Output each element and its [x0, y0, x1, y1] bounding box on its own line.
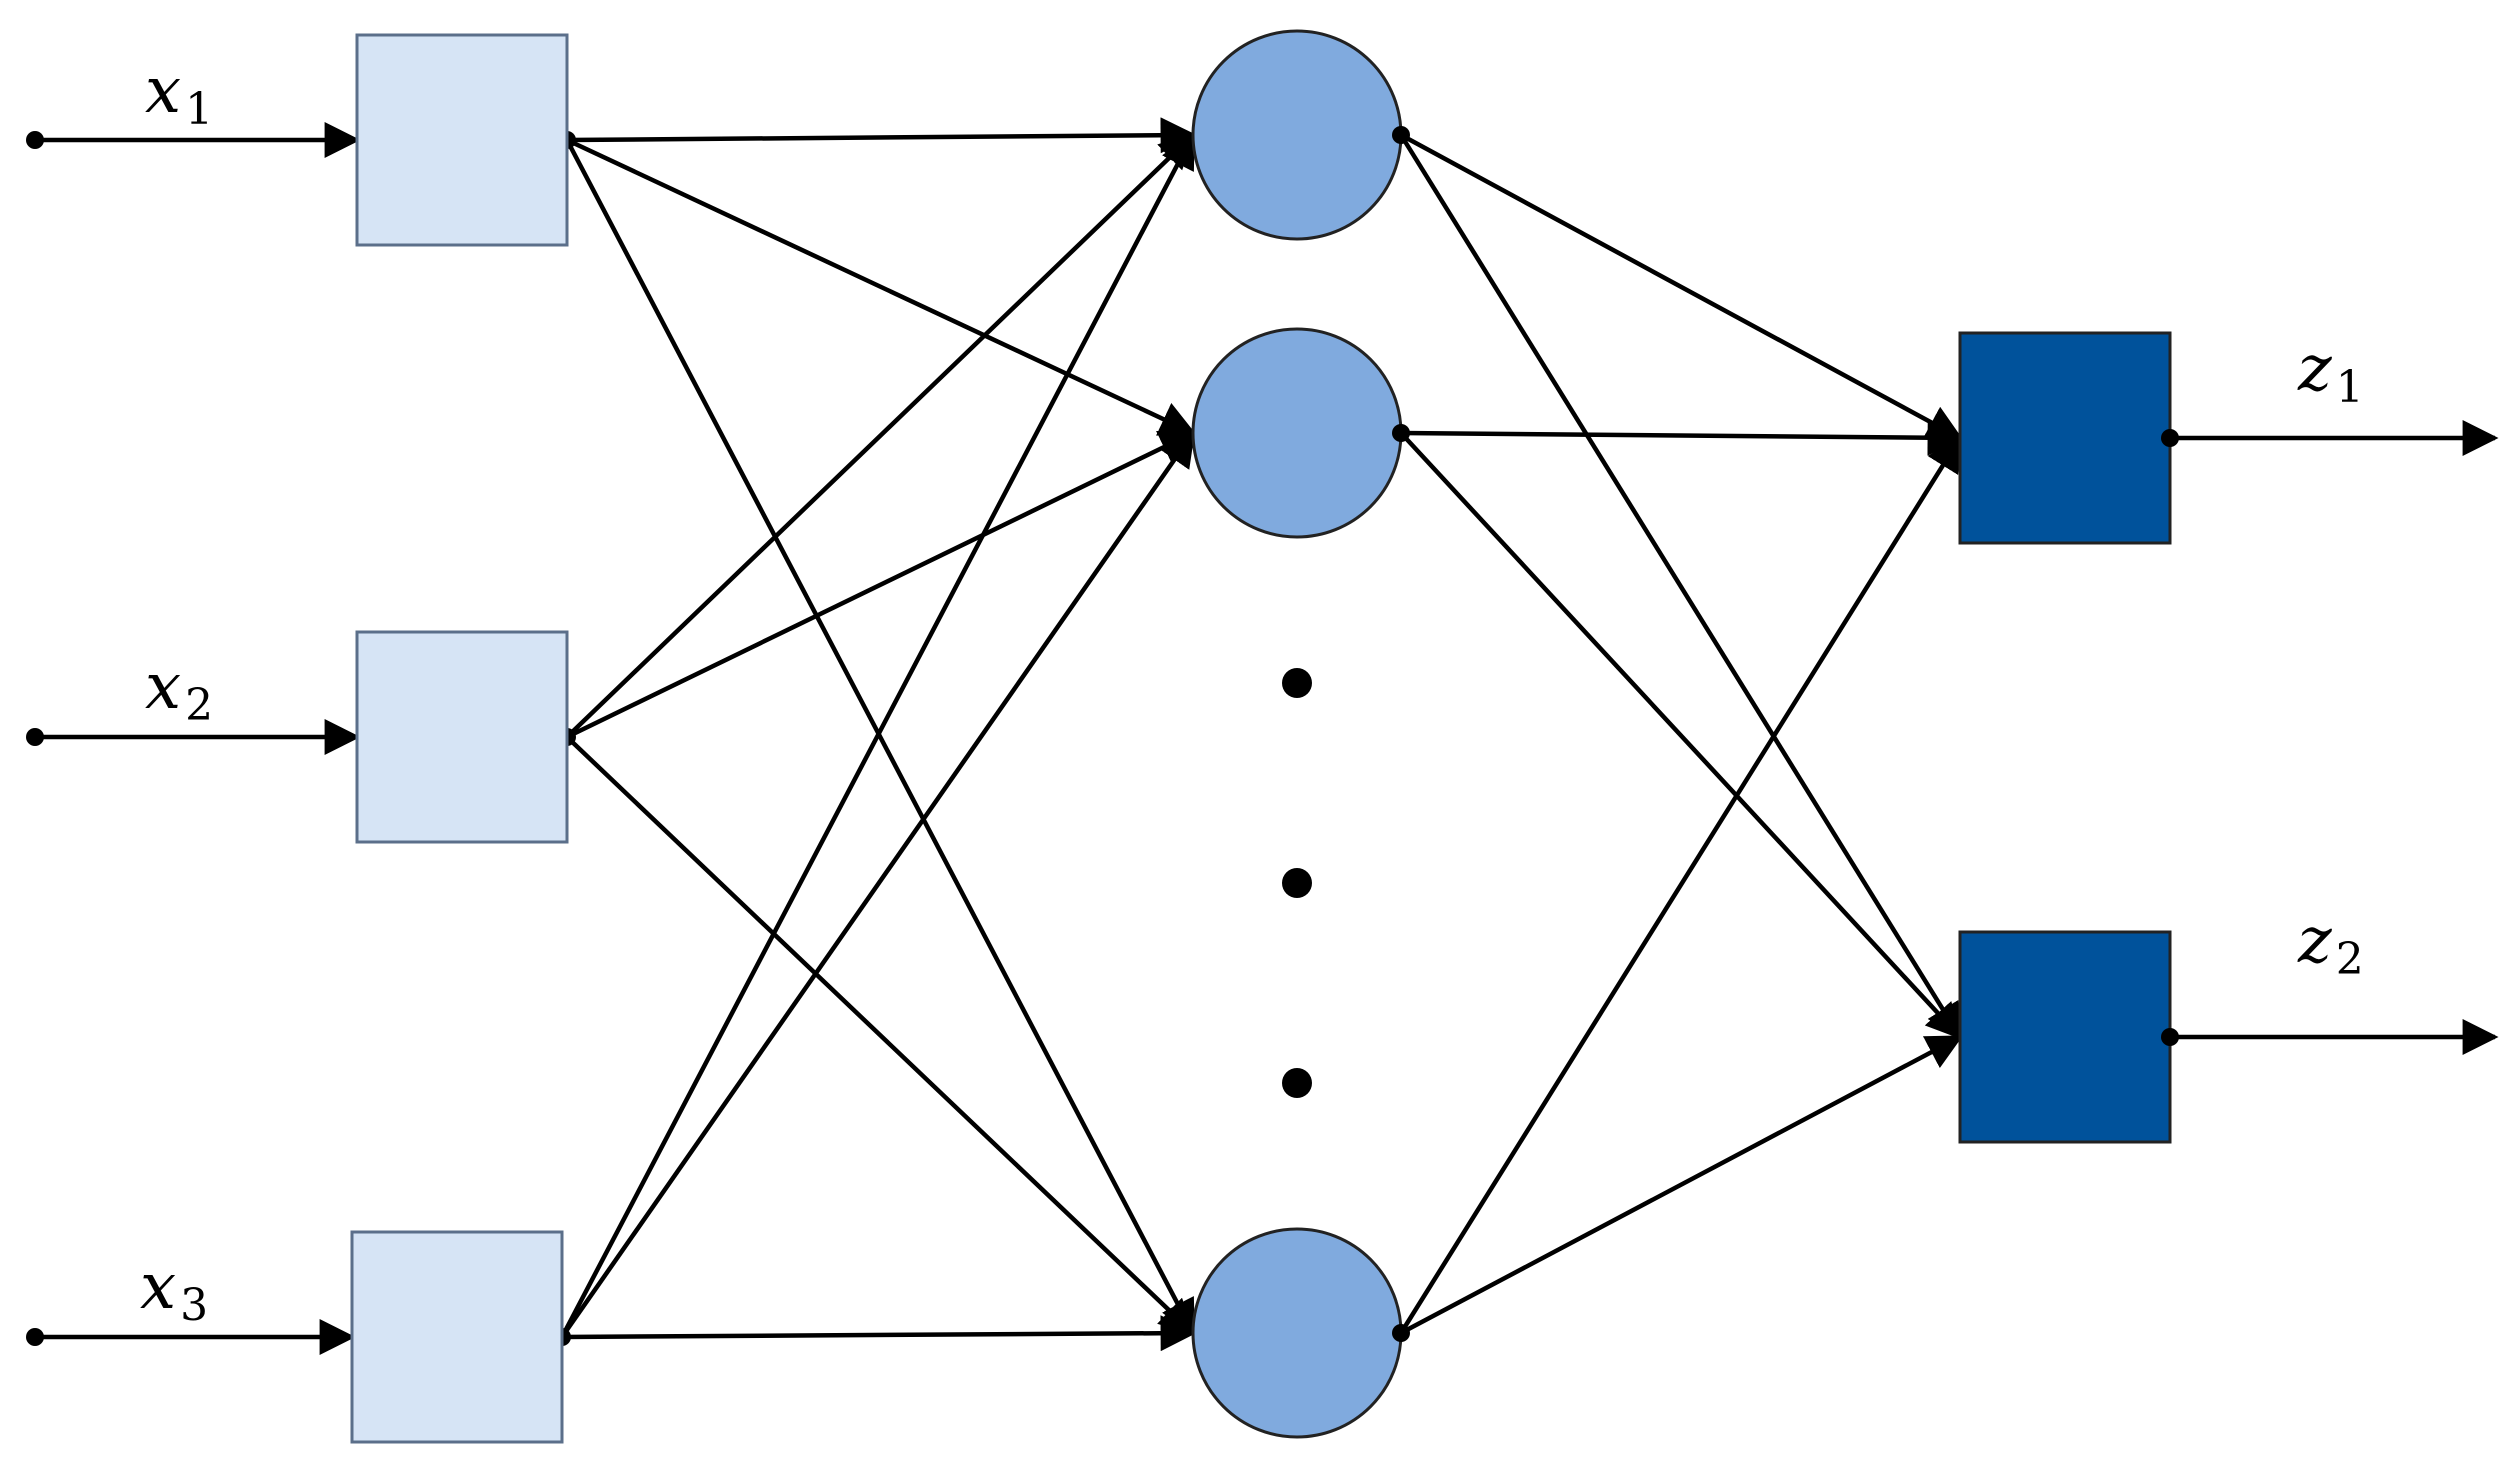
input-node-in2 — [355, 630, 569, 844]
edge-h1-out1 — [1399, 133, 1964, 440]
input-node-in3 — [350, 1230, 564, 1444]
output-label-out2: z2 — [2297, 904, 2364, 985]
edge-in1-h1 — [566, 117, 1197, 154]
edge-in3-h2 — [560, 430, 1196, 1339]
output-node-out1 — [1958, 331, 2172, 545]
input-label-in3: x3 — [140, 1250, 208, 1331]
input-node-in1 — [355, 33, 569, 247]
edge-h3-out2 — [1399, 1035, 1964, 1335]
node-layer — [350, 29, 2179, 1444]
ellipsis-dot — [1282, 868, 1312, 898]
hidden-port-dot-1 — [1392, 126, 1410, 144]
edge-in3-h1 — [560, 131, 1195, 1339]
hidden-node-h1 — [1191, 29, 1403, 241]
ellipsis-dot — [1282, 1068, 1312, 1098]
input-label-in2: x2 — [145, 650, 213, 731]
edge-in2-h2 — [566, 430, 1197, 740]
output-port-dot-2 — [2161, 1028, 2179, 1046]
edge-layer — [26, 117, 2499, 1355]
edge-in1-h2 — [566, 137, 1197, 436]
ellipsis-layer — [1282, 668, 1312, 1098]
ellipsis-dot — [1282, 668, 1312, 698]
edge-in1-h3 — [565, 138, 1195, 1337]
label-layer: x1 x2 x3 z1 z2 — [140, 54, 2364, 1331]
output-node-out2 — [1958, 930, 2172, 1144]
edge-h2-out2 — [1399, 431, 1963, 1040]
output-port-dot-1 — [2161, 429, 2179, 447]
hidden-node-h2 — [1191, 327, 1403, 539]
edge-in2-h3 — [565, 735, 1196, 1336]
hidden-node-h3 — [1191, 1227, 1403, 1439]
edge-in3-h3 — [561, 1315, 1197, 1352]
edge-h1-out2 — [1399, 133, 1962, 1041]
edge-h3-out1 — [1399, 434, 1962, 1335]
hidden-port-dot-3 — [1392, 1324, 1410, 1342]
output-label-out1: z1 — [2297, 332, 2364, 413]
edge-in2-h1 — [565, 132, 1196, 739]
input-label-in1: x1 — [145, 54, 213, 135]
edge-h2-out1 — [1400, 419, 1964, 456]
hidden-port-dot-2 — [1392, 424, 1410, 442]
